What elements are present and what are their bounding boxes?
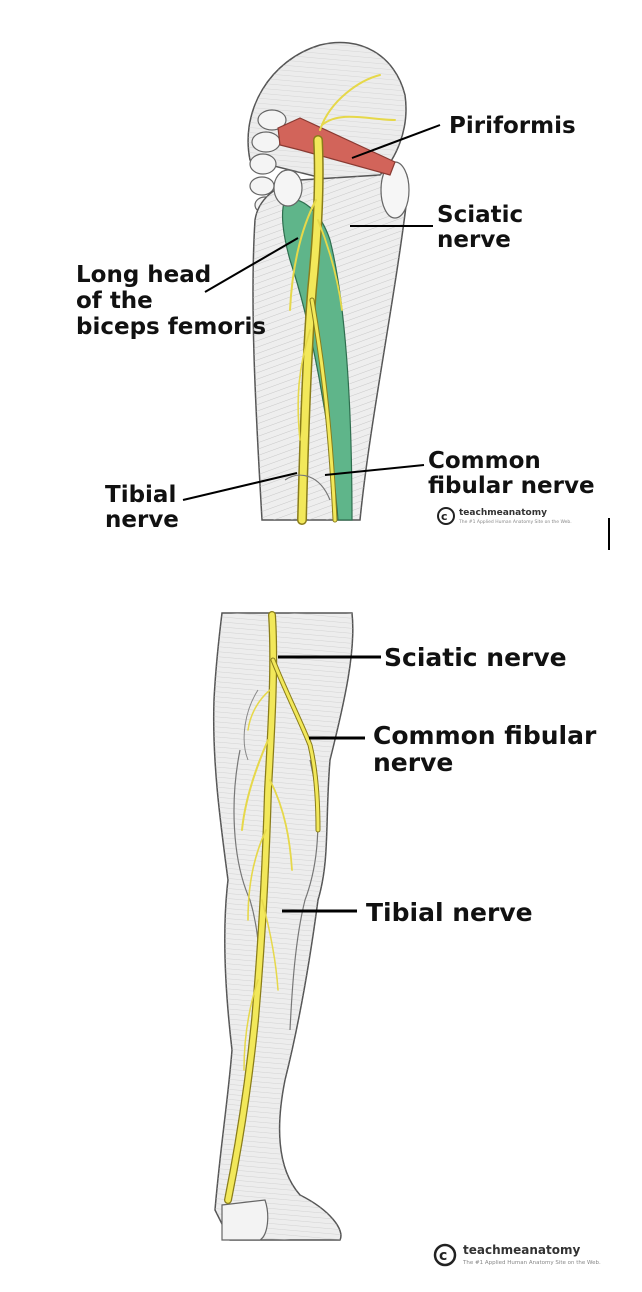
label-sciatic-top-line1: Sciatic — [437, 202, 523, 228]
top-watermark-name: teachmeanatomy — [459, 508, 547, 518]
top-leader-lines — [182, 124, 441, 501]
bottom-nerve-group — [224, 611, 321, 1204]
common-fibular-top-leader — [324, 464, 425, 476]
svg-text:c: c — [439, 1248, 447, 1264]
bottom-watermark-tagline: The #1 Applied Human Anatomy Site on the… — [462, 1260, 601, 1266]
copyright-icon — [433, 1243, 457, 1267]
biceps-femoris-muscle-shape — [281, 198, 353, 521]
top-illustration — [247, 41, 410, 525]
label-tibial-bottom: Tibial nerve — [366, 898, 533, 927]
bottom-leader-lines — [278, 655, 381, 913]
label-piriformis: Piriformis — [449, 113, 576, 139]
label-common-fibular-bottom-line2: nerve — [373, 748, 453, 777]
bottom-illustration — [212, 611, 354, 1241]
label-long-head-line2: of the — [76, 288, 153, 314]
bottom-watermark-name: teachmeanatomy — [463, 1243, 580, 1257]
heel-shape — [221, 1199, 269, 1241]
top-watermark-tagline: The #1 Applied Human Anatomy Site on the… — [458, 519, 572, 525]
piriformis-leader — [351, 124, 441, 159]
label-sciatic-top-line2: nerve — [437, 227, 511, 253]
label-long-head-line3: biceps femoris — [76, 314, 266, 340]
svg-text:c: c — [441, 510, 448, 523]
top-watermark: c teachmeanatomy The #1 Applied Human An… — [437, 507, 572, 525]
tibial-top-leader — [182, 472, 298, 501]
label-long-head-line1: Long head — [76, 262, 211, 288]
copyright-icon — [437, 507, 455, 525]
label-common-fibular-top-line1: Common — [428, 448, 541, 474]
label-tibial-top-line1: Tibial — [105, 482, 176, 508]
label-sciatic-bottom: Sciatic nerve — [384, 643, 567, 672]
label-tibial-top-line2: nerve — [105, 507, 179, 533]
piriformis-muscle-shape — [277, 117, 396, 176]
label-common-fibular-top-line2: fibular nerve — [428, 473, 595, 499]
label-common-fibular-bottom-line1: Common fibular — [373, 721, 597, 750]
top-nerve-group — [289, 74, 396, 525]
long-head-leader — [204, 237, 299, 293]
bottom-watermark: c teachmeanatomy The #1 Applied Human An… — [433, 1243, 601, 1267]
